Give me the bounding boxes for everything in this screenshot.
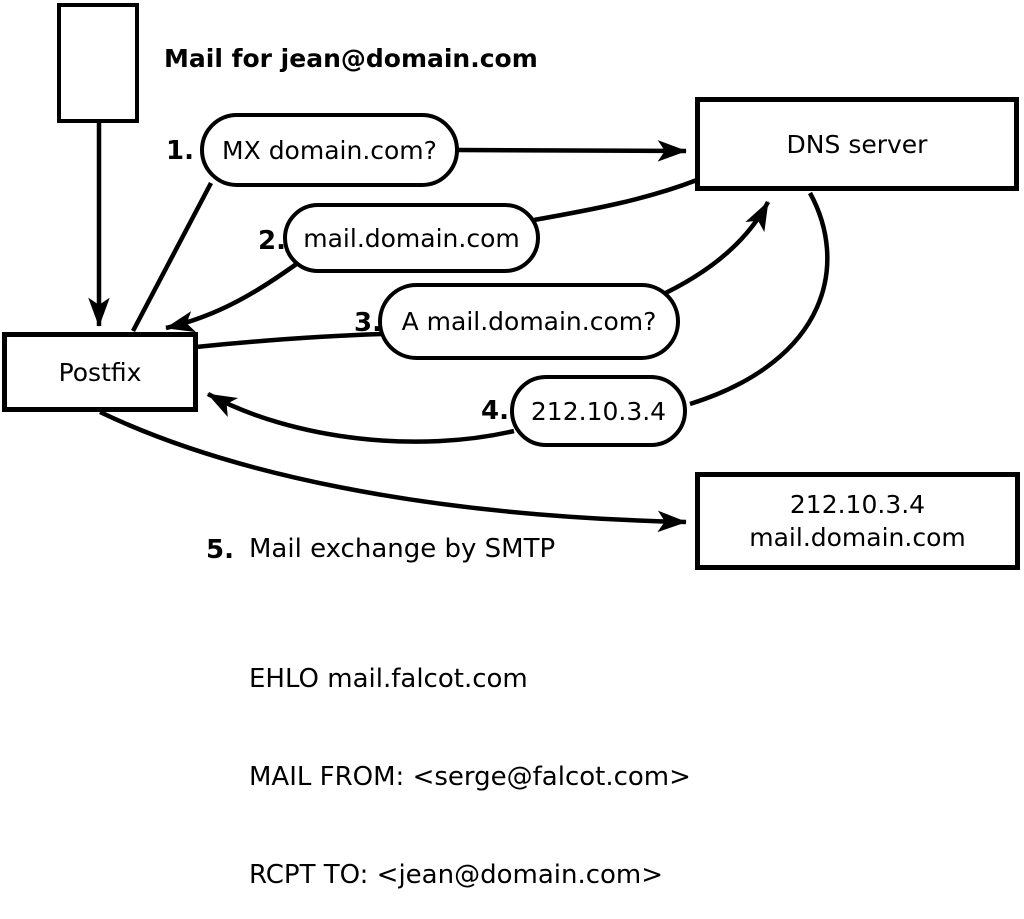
step1-query-pill: MX domain.com? <box>200 113 459 187</box>
postfix-node: Postfix <box>2 332 198 412</box>
step2-answer-label: mail.domain.com <box>303 223 520 253</box>
smtp-line-rcpt-to: RCPT TO: <jean@domain.com> <box>249 859 664 890</box>
dns-server-label: DNS server <box>786 129 928 159</box>
step2-answer-pill: mail.domain.com <box>283 203 540 273</box>
arrow-pill3-to-dns <box>654 200 770 301</box>
target-server-ip: 212.10.3.4 <box>789 490 926 519</box>
arrow-pill1-to-dns <box>456 140 687 162</box>
arrow-pill2-to-postfix <box>165 258 304 333</box>
step5-label: Mail exchange by SMTP <box>249 534 556 564</box>
arrow-pill4-to-postfix <box>206 392 515 444</box>
line-dns-to-pill4 <box>689 191 830 407</box>
step2-number: 2. <box>258 226 286 256</box>
smtp-session-transcript: EHLO mail.falcot.com MAIL FROM: <serge@f… <box>249 598 691 919</box>
step5-number: 5. <box>206 535 234 565</box>
step3-query-label: A mail.domain.com? <box>401 307 657 336</box>
postfix-label: Postfix <box>58 357 142 387</box>
step3-query-pill: A mail.domain.com? <box>378 283 680 360</box>
step4-answer-label: 212.10.3.4 <box>530 396 667 426</box>
step1-number: 1. <box>166 136 194 166</box>
target-server-node: 212.10.3.4 mail.domain.com <box>695 472 1020 570</box>
step1-query-label: MX domain.com? <box>222 135 437 165</box>
line-postfix-to-pill3 <box>195 331 383 350</box>
step4-number: 4. <box>481 396 509 426</box>
smtp-line-ehlo: EHLO mail.falcot.com <box>249 664 528 695</box>
line-dns-to-pill2 <box>533 177 698 223</box>
line-postfix-to-pill1 <box>131 181 213 333</box>
step4-answer-pill: 212.10.3.4 <box>510 375 687 447</box>
header-label: Mail for jean@domain.com <box>164 44 538 73</box>
target-server-hostname: mail.domain.com <box>749 523 966 552</box>
arrow-postfix-to-target-smtp <box>99 409 687 533</box>
dns-server-node: DNS server <box>695 97 1019 191</box>
target-server-label: 212.10.3.4 mail.domain.com <box>749 488 965 554</box>
step3-number: 3. <box>354 308 382 338</box>
smtp-line-mail-from: MAIL FROM: <serge@falcot.com> <box>249 761 691 792</box>
incoming-mail-box <box>57 3 139 123</box>
